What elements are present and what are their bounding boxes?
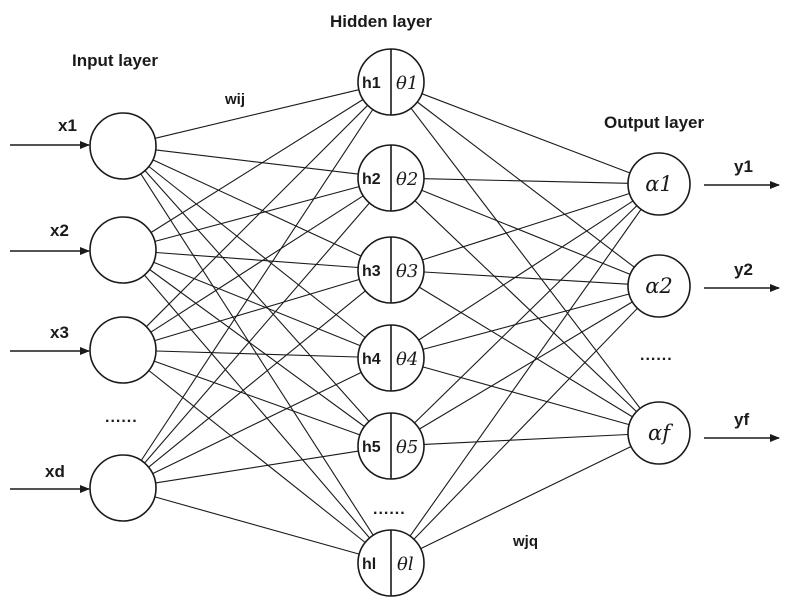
input-hidden-edge	[154, 496, 360, 555]
hidden-output-edge	[421, 189, 631, 275]
output-node-label: α1	[645, 172, 673, 196]
input-node-x2: x2	[10, 216, 157, 284]
hidden-output-edge	[414, 200, 637, 412]
input-neuron	[89, 316, 157, 384]
output-node-2: α2 y2	[627, 254, 780, 318]
hidden-node-threshold: θ4	[396, 349, 418, 370]
input-hidden-edge	[150, 195, 364, 333]
input-hidden-edge	[154, 278, 360, 342]
hidden-output-edge	[410, 107, 641, 409]
input-ellipsis: ......	[105, 409, 138, 426]
input-hidden-edge	[144, 202, 370, 464]
input-label: x3	[50, 323, 69, 342]
hidden-node-id: h1	[362, 75, 381, 92]
output-node-1: α1 y1	[627, 152, 780, 216]
input-hidden-edge	[154, 186, 360, 242]
hidden-output-edge	[420, 446, 632, 550]
hidden-node-h4: h4 θ4	[357, 324, 425, 392]
hidden-output-edge	[423, 178, 629, 184]
hidden-node-id: h5	[362, 439, 381, 456]
hidden-output-edge	[418, 286, 633, 418]
output-label: y1	[734, 157, 753, 176]
input-hidden-edge	[154, 89, 360, 139]
hidden-output-edge	[422, 192, 630, 261]
input-hidden-edge	[152, 371, 362, 475]
weight-label-wjq: wjq	[512, 533, 538, 550]
hidden-node-h3: h3 θ3	[357, 236, 425, 304]
input-hidden-edge	[150, 99, 364, 233]
input-neuron	[89, 112, 157, 180]
input-hidden-edge	[155, 350, 359, 358]
input-layer-title: Input layer	[72, 51, 158, 70]
hidden-node-threshold: θl	[397, 554, 414, 575]
input-label: x1	[58, 116, 77, 135]
hidden-node-threshold: θ1	[396, 73, 418, 94]
input-label: x2	[50, 221, 69, 240]
hidden-node-threshold: θ5	[396, 437, 418, 458]
output-layer-title: Output layer	[604, 113, 705, 132]
hidden-output-edge	[422, 366, 630, 426]
hidden-output-edge	[421, 93, 631, 174]
input-hidden-edge	[140, 109, 374, 461]
hidden-output-edge	[419, 301, 633, 430]
output-label: yf	[734, 410, 749, 429]
hidden-output-edge	[409, 208, 642, 537]
output-node-label: αf	[648, 421, 673, 445]
hidden-output-edge	[418, 200, 634, 341]
hidden-output-edge	[416, 101, 635, 268]
hidden-node-hl: hl θl	[357, 529, 425, 597]
hidden-layer-title: Hidden layer	[330, 12, 432, 31]
hidden-output-edge	[423, 271, 629, 285]
input-hidden-edge	[152, 159, 362, 257]
output-node-f: αf yf	[627, 401, 780, 465]
output-neuron	[627, 401, 691, 465]
input-hidden-edge	[148, 370, 366, 543]
input-hidden-edge	[144, 274, 370, 539]
hidden-node-h2: h2 θ2	[357, 144, 425, 212]
hidden-node-id: hl	[362, 556, 376, 573]
hidden-node-id: h3	[362, 263, 381, 280]
output-neuron	[627, 152, 691, 216]
hidden-ellipsis: ......	[373, 501, 406, 518]
input-hidden-edge	[149, 269, 365, 427]
input-node-x1: x1	[10, 112, 157, 180]
output-neuron	[627, 254, 691, 318]
input-hidden-edge	[153, 261, 361, 347]
input-hidden-edge	[153, 360, 361, 436]
input-hidden-edge	[155, 149, 359, 175]
hidden-output-edge	[423, 433, 629, 445]
output-label: y2	[734, 260, 753, 279]
input-node-xd: xd	[10, 454, 157, 522]
input-hidden-edge	[148, 166, 366, 338]
hidden-output-edge	[413, 307, 638, 540]
hidden-node-threshold: θ3	[396, 261, 418, 282]
hidden-output-connections	[409, 93, 642, 550]
input-neuron	[89, 216, 157, 284]
output-node-label: α2	[645, 274, 673, 298]
input-neuron	[89, 454, 157, 522]
input-hidden-connections	[140, 89, 374, 555]
weight-label-wij: wij	[224, 91, 245, 108]
hidden-node-id: h2	[362, 171, 381, 188]
hidden-node-id: h4	[362, 351, 381, 368]
input-hidden-edge	[155, 450, 359, 484]
hidden-node-threshold: θ2	[396, 169, 418, 190]
hidden-node-h5: h5 θ5	[357, 412, 425, 480]
output-ellipsis: ......	[640, 347, 673, 364]
hidden-output-edge	[422, 293, 630, 350]
input-hidden-edge	[145, 104, 369, 328]
input-hidden-edge	[155, 251, 359, 269]
hidden-node-h1: h1 θ1	[357, 48, 425, 116]
input-label: xd	[45, 462, 65, 481]
input-node-x3: x3	[10, 316, 157, 384]
hidden-output-edge	[414, 205, 638, 424]
input-hidden-edge	[148, 290, 366, 468]
